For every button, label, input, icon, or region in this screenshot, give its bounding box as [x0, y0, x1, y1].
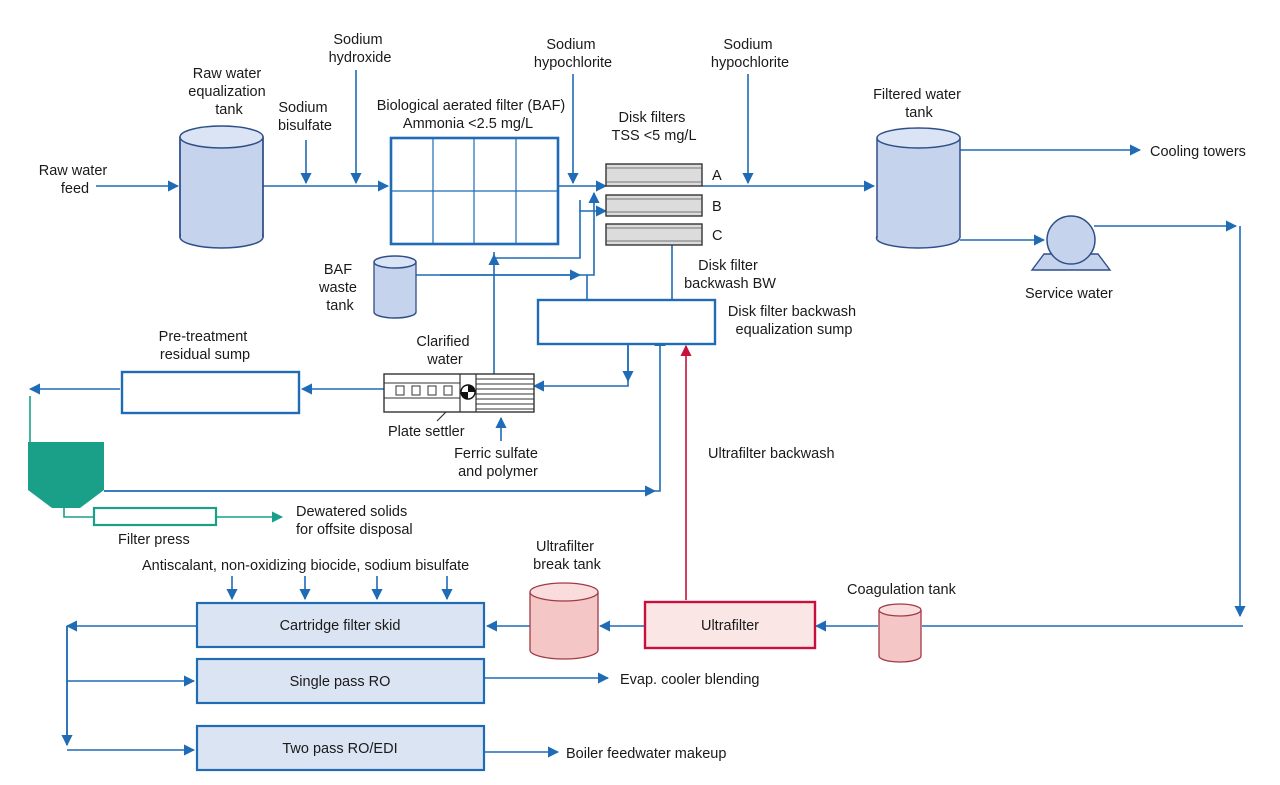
label-disk-c: C: [712, 228, 722, 244]
ultrafilter-unit: [643, 600, 817, 650]
baf-unit: [389, 136, 560, 246]
label-disk-filter-backwash-bw: Disk filter backwash BW: [684, 258, 776, 292]
label-sodium-hypochlorite-2: Sodium hypochlorite: [711, 37, 789, 71]
label-evap-cooler-blending: Evap. cooler blending: [620, 672, 759, 688]
label-ferric-sulfate: Ferric sulfate and polymer: [454, 446, 542, 480]
label-filtered-water-tank: Filtered water tank: [873, 87, 965, 121]
label-service-water: Service water: [1025, 286, 1113, 302]
label-disk-filter-backwash-sump: Disk filter backwash equalization sump: [728, 304, 860, 338]
coagulation-tank: [878, 603, 922, 663]
label-coagulation-tank: Coagulation tank: [847, 582, 957, 598]
two-pass-ro-skid: [195, 724, 486, 772]
label-filter-press: Filter press: [118, 532, 190, 548]
label-sodium-hypochlorite-1: Sodium hypochlorite: [534, 37, 612, 71]
label-two-pass-ro: Two pass RO/EDI: [282, 741, 397, 757]
label-sodium-hydroxide: Sodium hydroxide: [329, 32, 392, 66]
label-sodium-bisulfate: Sodium bisulfate: [278, 100, 332, 134]
flow-lines: [28, 70, 1246, 758]
ultrafilter-break-tank: [529, 582, 599, 660]
label-cartridge-filter-skid: Cartridge filter skid: [280, 618, 401, 634]
label-ultrafilter: Ultrafilter: [701, 618, 759, 634]
disk-filter-backwash-sump: [536, 298, 717, 346]
filter-press: [92, 506, 218, 527]
single-pass-ro-skid: [195, 657, 486, 705]
label-ultrafilter-backwash: Ultrafilter backwash: [708, 446, 835, 462]
label-baf-waste-tank: BAF waste tank: [318, 262, 361, 314]
label-pretreatment-sump: Pre-treatment residual sump: [159, 329, 252, 363]
label-antiscalant: Antiscalant, non-oxidizing biocide, sodi…: [142, 558, 469, 574]
label-clarified-water: Clarified water: [416, 334, 473, 368]
label-disk-a: A: [712, 168, 722, 184]
label-baf: Biological aerated filter (BAF) Ammonia …: [377, 98, 570, 132]
label-raw-water-tank: Raw water equalization tank: [188, 66, 269, 118]
disk-filters: [605, 163, 703, 246]
label-plate-settler: Plate settler: [388, 424, 465, 440]
cartridge-filter-skid: [195, 601, 486, 649]
label-disk-b: B: [712, 199, 722, 215]
service-water-pump: [1030, 215, 1112, 271]
label-disk-filters: Disk filters TSS <5 mg/L: [611, 110, 696, 144]
labels: Raw water feed Raw water equalization ta…: [39, 32, 1246, 762]
pretreatment-residual-sump: [120, 370, 301, 415]
label-ultrafilter-break-tank: Ultrafilter break tank: [533, 539, 601, 573]
label-dewatered-solids: Dewatered solids for offsite disposal: [296, 504, 413, 538]
baf-waste-tank: [373, 255, 417, 319]
label-cooling-towers: Cooling towers: [1150, 144, 1246, 160]
filtered-water-tank: [875, 127, 961, 249]
label-raw-water-feed: Raw water feed: [39, 163, 112, 197]
label-boiler-feedwater: Boiler feedwater makeup: [566, 746, 726, 762]
sludge-thickener: [28, 442, 104, 508]
label-single-pass-ro: Single pass RO: [290, 674, 391, 690]
plate-settler: [383, 373, 535, 413]
raw-water-tank: [179, 125, 264, 249]
